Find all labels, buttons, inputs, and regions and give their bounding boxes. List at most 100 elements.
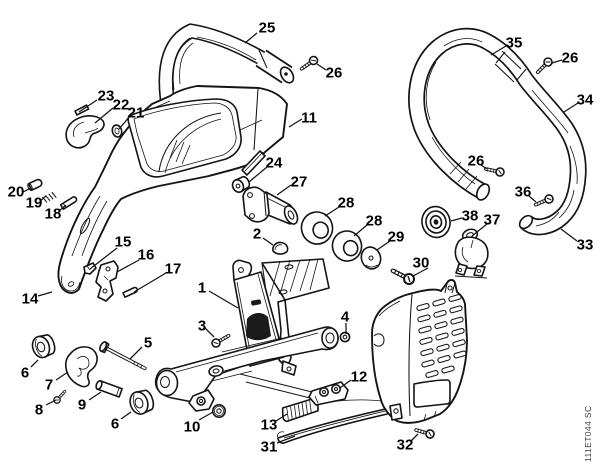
leader-line-26 — [316, 63, 327, 71]
callout-31: 31 — [261, 438, 278, 455]
callout-11: 11 — [301, 109, 317, 126]
leader-line-18 — [58, 204, 67, 212]
callout-22: 22 — [113, 96, 130, 113]
callout-14: 14 — [22, 290, 39, 307]
part-33-handlebar-end — [518, 214, 534, 230]
leader-line-9 — [88, 391, 102, 401]
part-8-screw — [51, 387, 69, 406]
callout-37: 37 — [484, 211, 501, 228]
callout-4: 4 — [341, 308, 350, 325]
leader-line-21 — [118, 115, 131, 130]
leader-line-32 — [410, 433, 419, 442]
callout-29: 29 — [388, 228, 405, 245]
part-7-cover — [64, 346, 98, 388]
callout-18: 18 — [45, 205, 62, 222]
part-2-cap — [272, 241, 289, 255]
part-36-screw — [532, 191, 557, 211]
leader-line-13 — [275, 413, 288, 422]
callout-27: 27 — [291, 173, 308, 190]
part-26-screw-handlebar-top — [533, 54, 556, 77]
leader-line-31 — [276, 435, 296, 444]
part-10-nut — [212, 403, 227, 418]
leader-line-17 — [133, 272, 167, 293]
callout-16: 16 — [138, 246, 155, 263]
callout-6: 6 — [111, 415, 119, 432]
part-22-trigger — [65, 115, 105, 149]
leader-line-26 — [551, 59, 563, 64]
callout-30: 30 — [413, 254, 430, 271]
leader-line-24 — [248, 166, 268, 183]
callout-9: 9 — [78, 396, 86, 413]
leader-line-27 — [276, 184, 292, 196]
leader-line-12 — [339, 379, 352, 389]
leader-line-28 — [353, 224, 368, 237]
callout-20: 20 — [8, 183, 25, 200]
part-9-pin — [95, 379, 123, 398]
part-3-screw — [208, 330, 233, 351]
handlebar-open-end-upper — [475, 183, 491, 201]
leader-lines — [22, 32, 579, 444]
leader-line-22 — [94, 107, 114, 124]
part-27-mount-cylinder — [242, 186, 299, 225]
callout-8: 8 — [35, 401, 43, 418]
callout-3: 3 — [198, 317, 206, 334]
leader-line-5 — [129, 346, 143, 360]
part-32-screw — [413, 424, 437, 441]
part-29-washer — [360, 246, 382, 270]
part-34-35-handlebar — [408, 27, 587, 236]
part-25-rear-handle-tube — [158, 23, 295, 106]
leader-line-25 — [244, 32, 258, 44]
callout-26: 26 — [562, 49, 579, 66]
leader-line-10 — [198, 411, 214, 421]
callout-38: 38 — [462, 207, 479, 224]
leader-line-35 — [490, 45, 507, 56]
part-26-screw-housing — [297, 53, 321, 74]
callout-36: 36 — [515, 183, 532, 200]
callout-26: 26 — [326, 64, 343, 81]
leader-line-33 — [560, 228, 578, 242]
part-26-screw-handlebar-mid — [483, 163, 507, 179]
leader-line-28 — [324, 206, 340, 217]
part-17-pin — [122, 286, 139, 298]
part-11-handle-housing — [57, 85, 288, 294]
part-28-ring-lower — [331, 230, 363, 262]
callout-23: 23 — [98, 87, 115, 104]
callout-26: 26 — [468, 152, 485, 169]
leader-line-15 — [89, 247, 118, 270]
part-20-plug — [27, 178, 43, 192]
callout-25: 25 — [259, 19, 276, 36]
leader-line-1 — [208, 290, 239, 309]
leader-line-8 — [45, 399, 57, 406]
callout-1: 1 — [198, 279, 206, 296]
callout-17: 17 — [165, 260, 182, 277]
part-5-bolt — [99, 341, 147, 371]
callout-34: 34 — [577, 91, 594, 108]
callout-12: 12 — [351, 368, 368, 385]
callout-32: 32 — [397, 436, 414, 453]
callout-28: 28 — [338, 194, 355, 211]
part-6-buffer-lower — [129, 389, 155, 415]
leader-line-29 — [376, 240, 391, 251]
callout-13: 13 — [261, 416, 278, 433]
leader-line-11 — [288, 118, 303, 128]
leader-line-23 — [78, 99, 98, 113]
callout-19: 19 — [26, 194, 43, 211]
leader-line-34 — [563, 102, 579, 113]
part-38-grommet — [421, 205, 451, 239]
callout-24: 24 — [266, 154, 283, 171]
leader-line-7 — [55, 371, 69, 381]
leader-line-37 — [471, 223, 488, 237]
leader-line-20 — [22, 187, 32, 193]
part-4-washer — [339, 331, 351, 343]
callout-33: 33 — [577, 236, 594, 253]
leader-line-6 — [120, 411, 132, 420]
leader-line-30 — [412, 267, 429, 277]
part-shroud-cover — [371, 279, 468, 424]
part-21-ring — [111, 124, 123, 138]
leader-line-36 — [528, 195, 537, 203]
part-6-buffer-upper — [31, 333, 56, 359]
part-24-bushing — [231, 175, 251, 193]
part-16-bracket — [95, 260, 119, 302]
